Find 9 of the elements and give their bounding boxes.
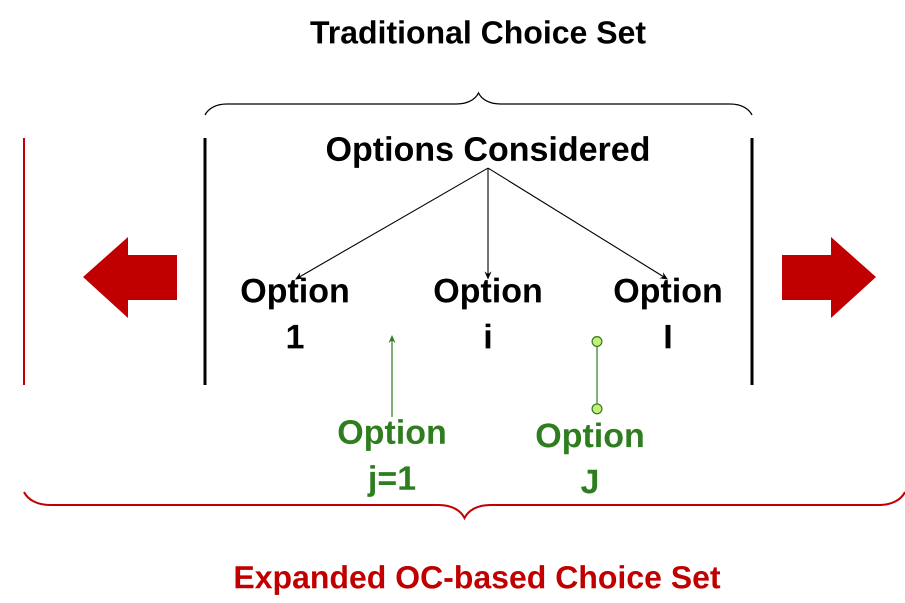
heading-label: Traditional Choice Set	[310, 20, 646, 44]
option-label: Option I	[614, 278, 721, 348]
option-label: Option j=1	[338, 419, 445, 497]
option-label: Options Considered	[326, 136, 648, 168]
heading-label: Expanded OC-based Choice Set	[236, 565, 720, 595]
arrow	[592, 336, 602, 414]
option-label: Option i	[434, 278, 541, 348]
option-label: Option J	[536, 422, 643, 494]
option-label: Option 1	[242, 278, 348, 348]
